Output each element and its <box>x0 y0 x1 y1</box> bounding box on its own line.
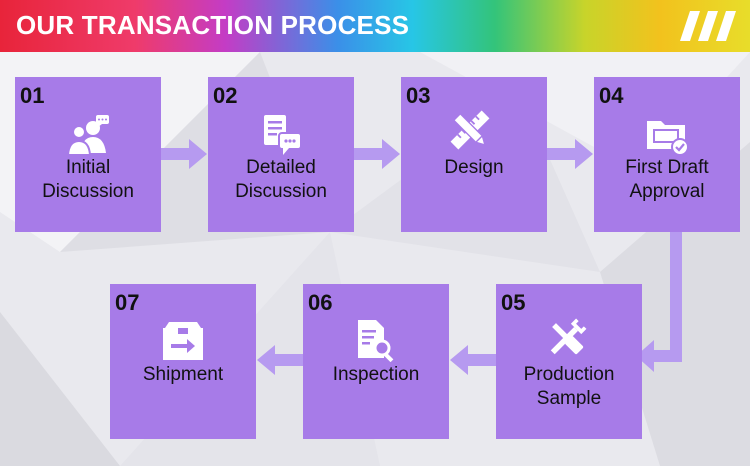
arrow-02-to-03 <box>354 139 400 169</box>
box-arrow-icon <box>163 322 203 360</box>
step-number: 07 <box>115 290 140 315</box>
step-number: 02 <box>213 83 238 108</box>
step-card-03: 03 Design <box>401 77 547 232</box>
page-title: OUR TRANSACTION PROCESS <box>16 10 410 40</box>
ruler-pencil-icon <box>450 110 490 150</box>
step-label-line2: Approval <box>629 181 705 202</box>
folder-check-icon <box>647 121 689 156</box>
header-banner: OUR TRANSACTION PROCESS <box>0 0 750 52</box>
step-label-line1: Initial <box>65 157 111 178</box>
arrow-03-to-04 <box>547 139 593 169</box>
documents-chat-icon <box>264 115 302 155</box>
step-label-line1: First Draft <box>625 157 709 178</box>
triple-slash-logo-icon <box>680 11 736 41</box>
step-card-02: 02 Detailed Discussion <box>208 77 354 232</box>
step-label-line1: Inspection <box>332 364 420 385</box>
step-number: 03 <box>406 83 431 108</box>
step-number: 01 <box>20 83 45 108</box>
step-label-line1: Shipment <box>142 364 224 385</box>
wrench-screwdriver-icon <box>550 318 587 355</box>
step-label-line1: Design <box>444 157 504 178</box>
document-magnifier-icon <box>358 320 394 362</box>
arrow-01-to-02 <box>161 139 207 169</box>
arrow-06-to-07 <box>257 345 303 375</box>
step-label-line2: Discussion <box>42 181 134 202</box>
step-card-06: 06 Inspection <box>303 284 449 439</box>
step-label-line1: Production <box>523 364 615 385</box>
people-chat-icon <box>66 115 109 156</box>
step-card-07: 07 Shipment <box>110 284 256 439</box>
step-label-line1: Detailed <box>246 157 316 178</box>
step-card-01: 01 Initial Discussion <box>15 77 161 232</box>
step-label-line2: Discussion <box>235 181 327 202</box>
arrow-04-to-05 <box>636 232 682 372</box>
step-card-05: 05 Production Sample <box>496 284 642 439</box>
arrow-05-to-06 <box>450 345 496 375</box>
step-number: 04 <box>599 83 624 108</box>
step-number: 06 <box>308 290 333 315</box>
step-card-04: 04 First Draft Approval <box>594 77 740 232</box>
step-label-line2: Sample <box>536 388 602 409</box>
step-number: 05 <box>501 290 526 315</box>
